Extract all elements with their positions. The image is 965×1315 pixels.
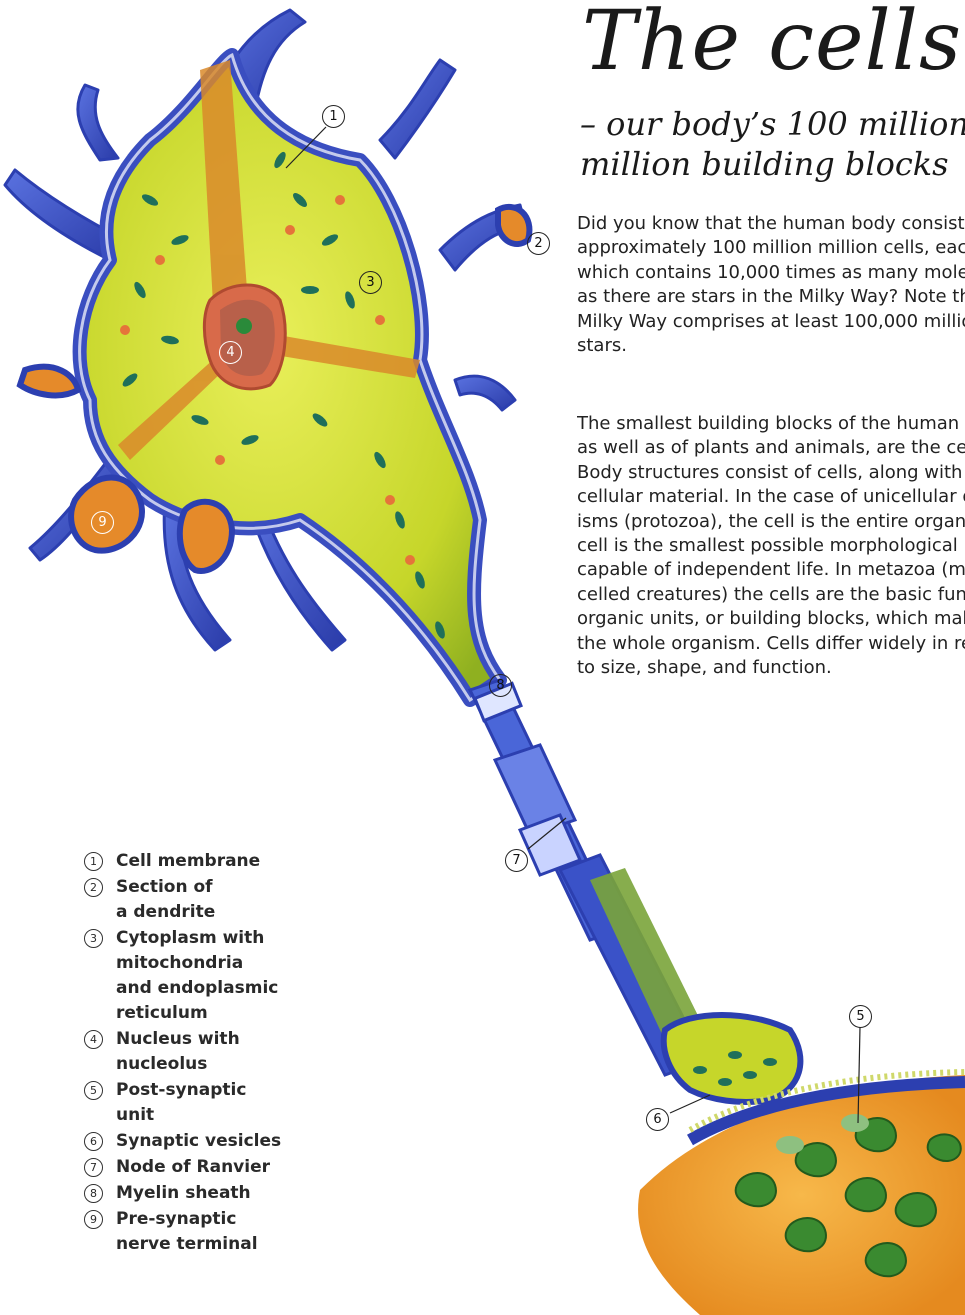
callout-4: 4 bbox=[219, 341, 242, 364]
legend-label: Myelin sheath bbox=[116, 1181, 251, 1206]
legend-item: 8 Myelin sheath bbox=[84, 1181, 281, 1206]
callout-1: 1 bbox=[322, 105, 345, 128]
text-line: The smallest building blocks of the huma… bbox=[577, 412, 965, 436]
legend-number: 7 bbox=[84, 1158, 103, 1177]
legend-label: Pre-synaptic nerve terminal bbox=[116, 1207, 258, 1257]
text-line: Milky Way comprises at least 100,000 mil… bbox=[577, 310, 965, 334]
cell-body bbox=[80, 55, 500, 700]
legend-number: 5 bbox=[84, 1081, 103, 1100]
text-line: celled creatures) the cells are the basi… bbox=[577, 583, 965, 607]
legend-label: Node of Ranvier bbox=[116, 1155, 270, 1180]
legend-item: 2 Section of a dendrite bbox=[84, 875, 281, 925]
text-line: cell is the smallest possible morphologi… bbox=[577, 534, 965, 558]
legend-label: Cytoplasm with mitochondria and endoplas… bbox=[116, 926, 278, 1026]
text-line: approximately 100 million million cells,… bbox=[577, 236, 965, 260]
legend-label: Cell membrane bbox=[116, 849, 260, 874]
text-line: capable of independent life. In metazoa … bbox=[577, 558, 965, 582]
legend-item: 3 Cytoplasm with mitochondria and endopla… bbox=[84, 926, 281, 1026]
callout-5: 5 bbox=[849, 1005, 872, 1028]
legend-number: 9 bbox=[84, 1210, 103, 1229]
text-line: to size, shape, and function. bbox=[577, 656, 965, 680]
legend-label: Post-synaptic unit bbox=[116, 1078, 246, 1128]
legend-number: 1 bbox=[84, 852, 103, 871]
legend-number: 2 bbox=[84, 878, 103, 897]
text-line: which contains 10,000 times as many mole… bbox=[577, 261, 965, 285]
text-line: as there are stars in the Milky Way? Not… bbox=[577, 285, 965, 309]
legend-item: 9 Pre-synaptic nerve terminal bbox=[84, 1207, 281, 1257]
intro-paragraph: Did you know that the human body consist… bbox=[577, 212, 965, 358]
callout-6: 6 bbox=[646, 1108, 669, 1131]
text-line: organic units, or building blocks, which… bbox=[577, 607, 965, 631]
text-line: stars. bbox=[577, 334, 965, 358]
page-subtitle: – our body’s 100 million million buildin… bbox=[580, 104, 965, 184]
callout-9: 9 bbox=[91, 511, 114, 534]
text-line: Body structures consist of cells, along … bbox=[577, 461, 965, 485]
callout-3: 3 bbox=[359, 271, 382, 294]
text-line: as well as of plants and animals, are th… bbox=[577, 436, 965, 460]
page-title: The cells bbox=[582, 0, 962, 89]
text-line: the whole organism. Cells differ widely … bbox=[577, 632, 965, 656]
text-line: cellular material. In the case of unicel… bbox=[577, 485, 965, 509]
legend-number: 8 bbox=[84, 1184, 103, 1203]
legend-item: 4 Nucleus with nucleolus bbox=[84, 1027, 281, 1077]
legend-label: Nucleus with nucleolus bbox=[116, 1027, 240, 1077]
legend-item: 7 Node of Ranvier bbox=[84, 1155, 281, 1180]
legend-label: Synaptic vesicles bbox=[116, 1129, 281, 1154]
legend-item: 1 Cell membrane bbox=[84, 849, 281, 874]
legend-item: 5 Post-synaptic unit bbox=[84, 1078, 281, 1128]
legend-number: 4 bbox=[84, 1030, 103, 1049]
text-line: Did you know that the human body consist… bbox=[577, 212, 965, 236]
post-synaptic-unit bbox=[638, 1072, 965, 1315]
legend-item: 6 Synaptic vesicles bbox=[84, 1129, 281, 1154]
nucleus bbox=[204, 285, 285, 389]
legend-label: Section of a dendrite bbox=[116, 875, 215, 925]
callout-8: 8 bbox=[489, 674, 512, 697]
legend-number: 6 bbox=[84, 1132, 103, 1151]
body-paragraph: The smallest building blocks of the huma… bbox=[577, 412, 965, 680]
callout-7: 7 bbox=[505, 849, 528, 872]
subtitle-line-2: million building blocks bbox=[580, 144, 965, 184]
legend-number: 3 bbox=[84, 929, 103, 948]
callout-2: 2 bbox=[527, 232, 550, 255]
text-line: isms (protozoa), the cell is the entire … bbox=[577, 510, 965, 534]
subtitle-line-1: – our body’s 100 million bbox=[580, 104, 965, 144]
axon bbox=[470, 680, 800, 1102]
